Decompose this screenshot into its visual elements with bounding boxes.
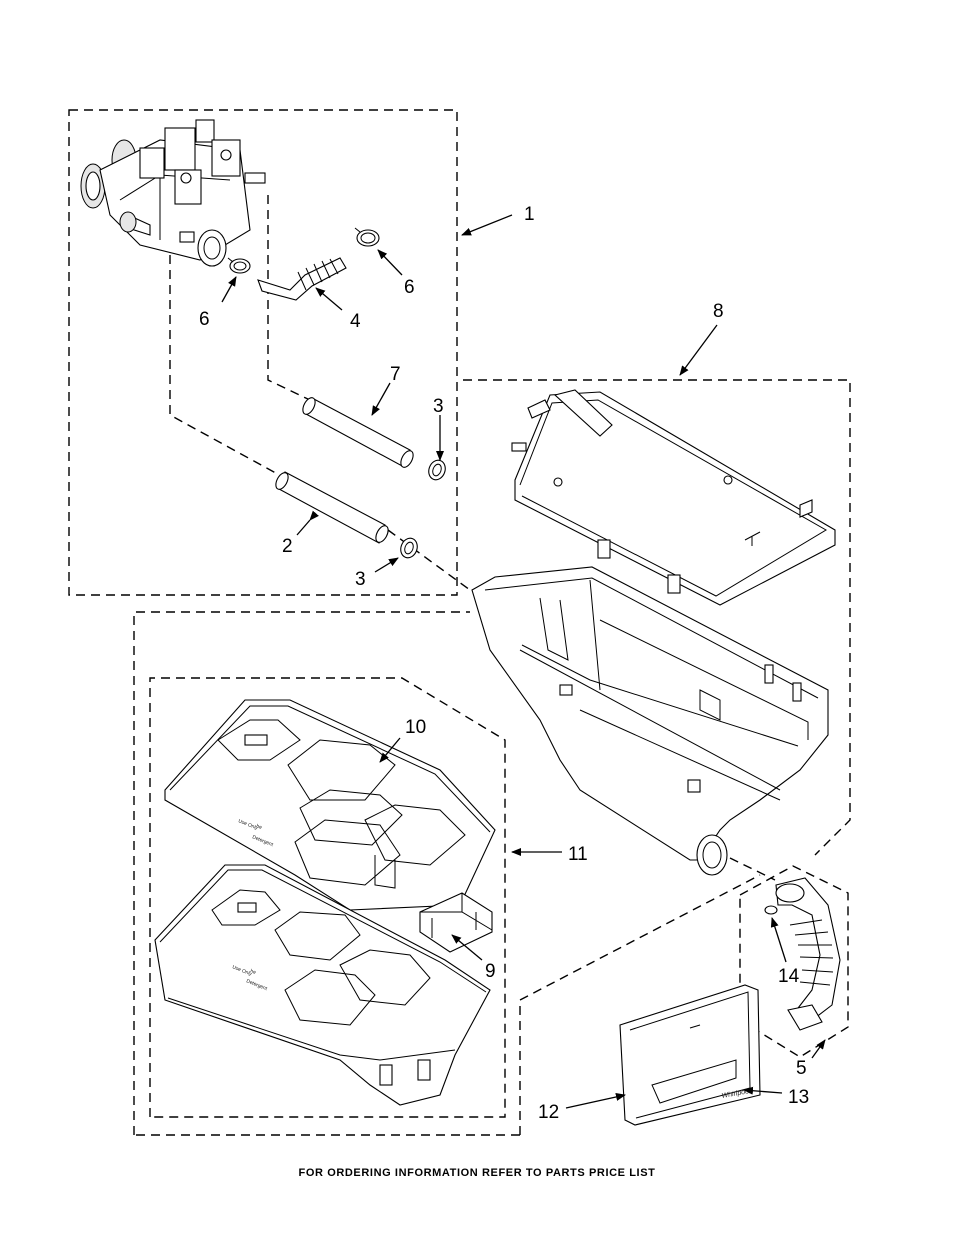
callout-7: 7: [390, 364, 401, 385]
callout-11: 11: [568, 844, 588, 865]
drawer-upper-label-he: he: [255, 823, 263, 831]
callout-10: 10: [405, 717, 426, 738]
callout-14: 14: [778, 966, 800, 987]
callout-6-right: 6: [404, 277, 415, 298]
callout-9: 9: [485, 961, 496, 982]
callout-1: 1: [524, 204, 535, 225]
hose-path-right: [387, 529, 471, 591]
hose-clamp-upper: [354, 227, 380, 247]
clamp-lower: [400, 537, 418, 559]
callout-2: 2: [282, 536, 293, 557]
water-inlet-valve: [80, 119, 266, 267]
drawer-assembly-inner-box: [149, 677, 506, 1118]
clamp-upper: [428, 459, 446, 481]
callout-3-upper: 3: [433, 396, 444, 417]
callout-4: 4: [350, 311, 361, 332]
callout-5: 5: [796, 1058, 807, 1079]
callout-12: 12: [538, 1102, 559, 1123]
drawer-lower-label-he: he: [249, 968, 257, 976]
dispenser-drawer-lower: Use Only he Detergent: [154, 864, 491, 1106]
dispenser-housing: [471, 566, 829, 876]
vent-path: [729, 857, 776, 881]
hose-path-lower: [169, 255, 284, 478]
ordering-info-footer: FOR ORDERING INFORMATION REFER TO PARTS …: [298, 1167, 656, 1179]
vent-hose: [764, 877, 841, 1031]
dispenser-cover: [511, 389, 836, 606]
callout-6-left: 6: [199, 309, 210, 330]
drawer-assembly-outer-box: [133, 611, 761, 1136]
drawer-handle: Whirlpool: [619, 984, 761, 1126]
hose-clamp-lower: [227, 257, 251, 274]
dispenser-housing-box: [463, 379, 851, 856]
siphon-cap: [419, 892, 493, 953]
short-hose: [257, 257, 347, 301]
hose-upper: [302, 397, 414, 468]
hose-lower: [275, 471, 389, 544]
valve-assembly-box: [68, 109, 458, 596]
hose-path-upper: [267, 195, 311, 401]
callout-8: 8: [713, 301, 724, 322]
callout-3-lower: 3: [355, 569, 366, 590]
detergent-drawer-upper: Use Only he Detergent: [164, 699, 496, 911]
callout-13: 13: [788, 1087, 809, 1108]
